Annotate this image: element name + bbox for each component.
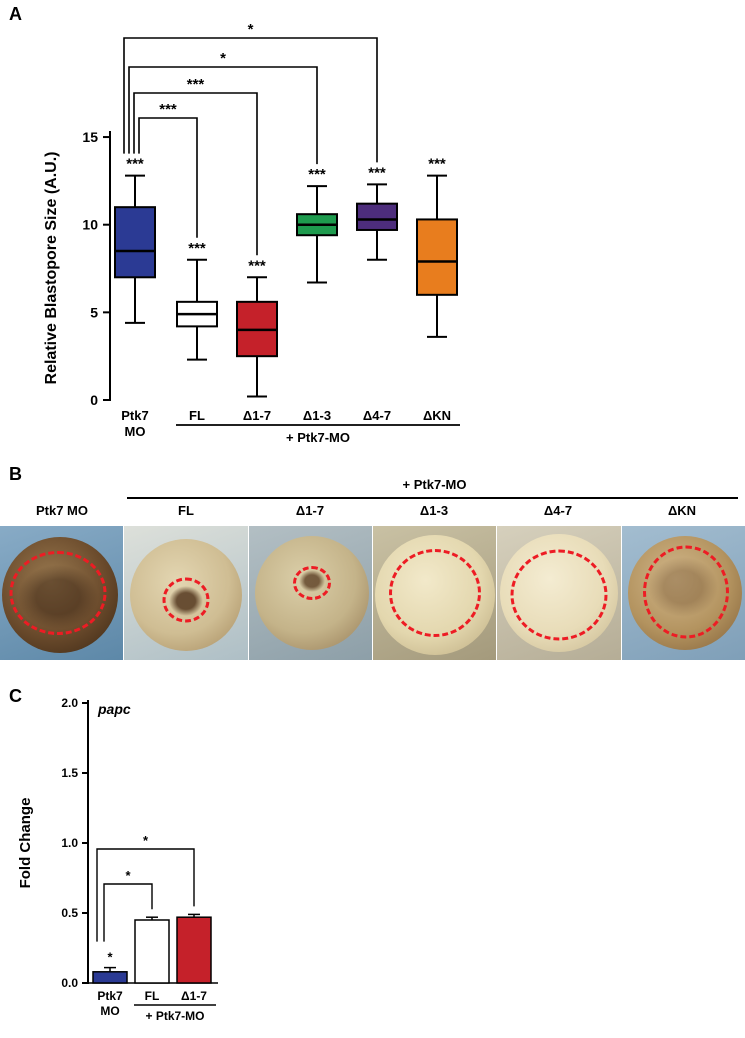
comparison-stars: * bbox=[220, 50, 226, 67]
x-category-label: Δ1-7 bbox=[181, 989, 207, 1003]
box bbox=[356, 202, 398, 231]
comparison-star: * bbox=[125, 868, 131, 883]
y-axis-title: Relative Blastopore Size (A.U.) bbox=[43, 152, 60, 385]
bar bbox=[134, 919, 170, 984]
panel-a-label: A bbox=[9, 4, 22, 24]
panel-b-column-label: Δ1-7 bbox=[295, 503, 325, 518]
y-tick-label: 5 bbox=[90, 304, 98, 320]
blastopore-outline-circle bbox=[388, 549, 481, 637]
panel-b-column-label: Δ4-7 bbox=[543, 503, 573, 518]
y-tick-label: 0.0 bbox=[61, 976, 78, 990]
panel-b-group-line bbox=[127, 497, 738, 499]
panel-b-group-label: + Ptk7-MO bbox=[402, 477, 467, 492]
embryo-photo bbox=[248, 526, 372, 660]
embryo-photo bbox=[0, 526, 124, 660]
bar bbox=[176, 916, 212, 984]
panel-b-column-label: ΔKN bbox=[667, 503, 697, 518]
significance-stars: *** bbox=[248, 257, 266, 274]
x-category-label: MO bbox=[125, 424, 146, 439]
x-category-label: Δ4-7 bbox=[363, 408, 391, 423]
panel-b-image-row bbox=[0, 526, 745, 660]
blastopore-outline-circle bbox=[162, 577, 210, 623]
blastopore-outline-circle bbox=[643, 545, 730, 639]
significance-star: * bbox=[107, 950, 113, 965]
panel-b-column-label: Δ1-3 bbox=[419, 503, 449, 518]
x-category-label: Ptk7 bbox=[121, 408, 148, 423]
blastopore-outline-circle bbox=[293, 566, 332, 600]
bar bbox=[92, 971, 128, 984]
comparison-bracket bbox=[123, 37, 378, 163]
y-tick-label: 1.0 bbox=[61, 836, 78, 850]
embryo-photo bbox=[497, 526, 621, 660]
embryo-photo bbox=[124, 526, 248, 660]
comparison-stars: *** bbox=[159, 101, 177, 118]
y-tick-label: 0 bbox=[90, 392, 98, 408]
x-category-label: ΔKN bbox=[423, 408, 451, 423]
comparison-bracket bbox=[138, 117, 198, 238]
comparison-star: * bbox=[143, 833, 149, 848]
y-tick-label: 2.0 bbox=[61, 696, 78, 710]
y-tick-label: 0.5 bbox=[61, 906, 78, 920]
significance-stars: *** bbox=[126, 156, 144, 173]
group-label: + Ptk7-MO bbox=[145, 1009, 204, 1023]
significance-stars: *** bbox=[308, 166, 326, 183]
comparison-bracket bbox=[133, 92, 258, 256]
comparison-bracket bbox=[96, 848, 195, 942]
y-axis-title: Fold Change bbox=[17, 798, 34, 889]
comparison-bracket bbox=[103, 883, 153, 942]
blastopore-outline-circle bbox=[510, 549, 608, 641]
significance-stars: *** bbox=[188, 240, 206, 257]
panel-b-column-label: FL bbox=[178, 503, 194, 518]
panel-b-column-labels: Ptk7 MO FL Δ1-7 Δ1-3 Δ4-7 ΔKN bbox=[0, 503, 745, 521]
box bbox=[416, 218, 458, 296]
box bbox=[114, 206, 156, 279]
group-label: + Ptk7-MO bbox=[286, 430, 350, 445]
significance-stars: *** bbox=[428, 156, 446, 173]
embryo-photo bbox=[621, 526, 745, 660]
y-tick-label: 1.5 bbox=[61, 766, 78, 780]
panel-b-column-label: Ptk7 MO bbox=[35, 503, 88, 518]
x-category-label: FL bbox=[145, 989, 160, 1003]
x-category-label: FL bbox=[189, 408, 205, 423]
blastopore-outline-circle bbox=[9, 551, 107, 635]
comparison-bracket bbox=[128, 66, 318, 165]
comparison-stars: * bbox=[248, 21, 254, 38]
panel-b-label: B bbox=[9, 464, 22, 484]
x-category-label: MO bbox=[100, 1004, 119, 1018]
x-category-label: Δ1-7 bbox=[243, 408, 271, 423]
panel-c-label: C bbox=[9, 686, 22, 706]
significance-stars: *** bbox=[368, 164, 386, 181]
embryo-photo bbox=[372, 526, 497, 660]
x-category-label: Δ1-3 bbox=[303, 408, 331, 423]
y-tick-label: 10 bbox=[82, 217, 98, 233]
comparison-stars: *** bbox=[187, 76, 205, 93]
y-tick-label: 15 bbox=[82, 129, 98, 145]
x-category-label: Ptk7 bbox=[97, 989, 123, 1003]
chart-title: papc bbox=[97, 701, 131, 717]
